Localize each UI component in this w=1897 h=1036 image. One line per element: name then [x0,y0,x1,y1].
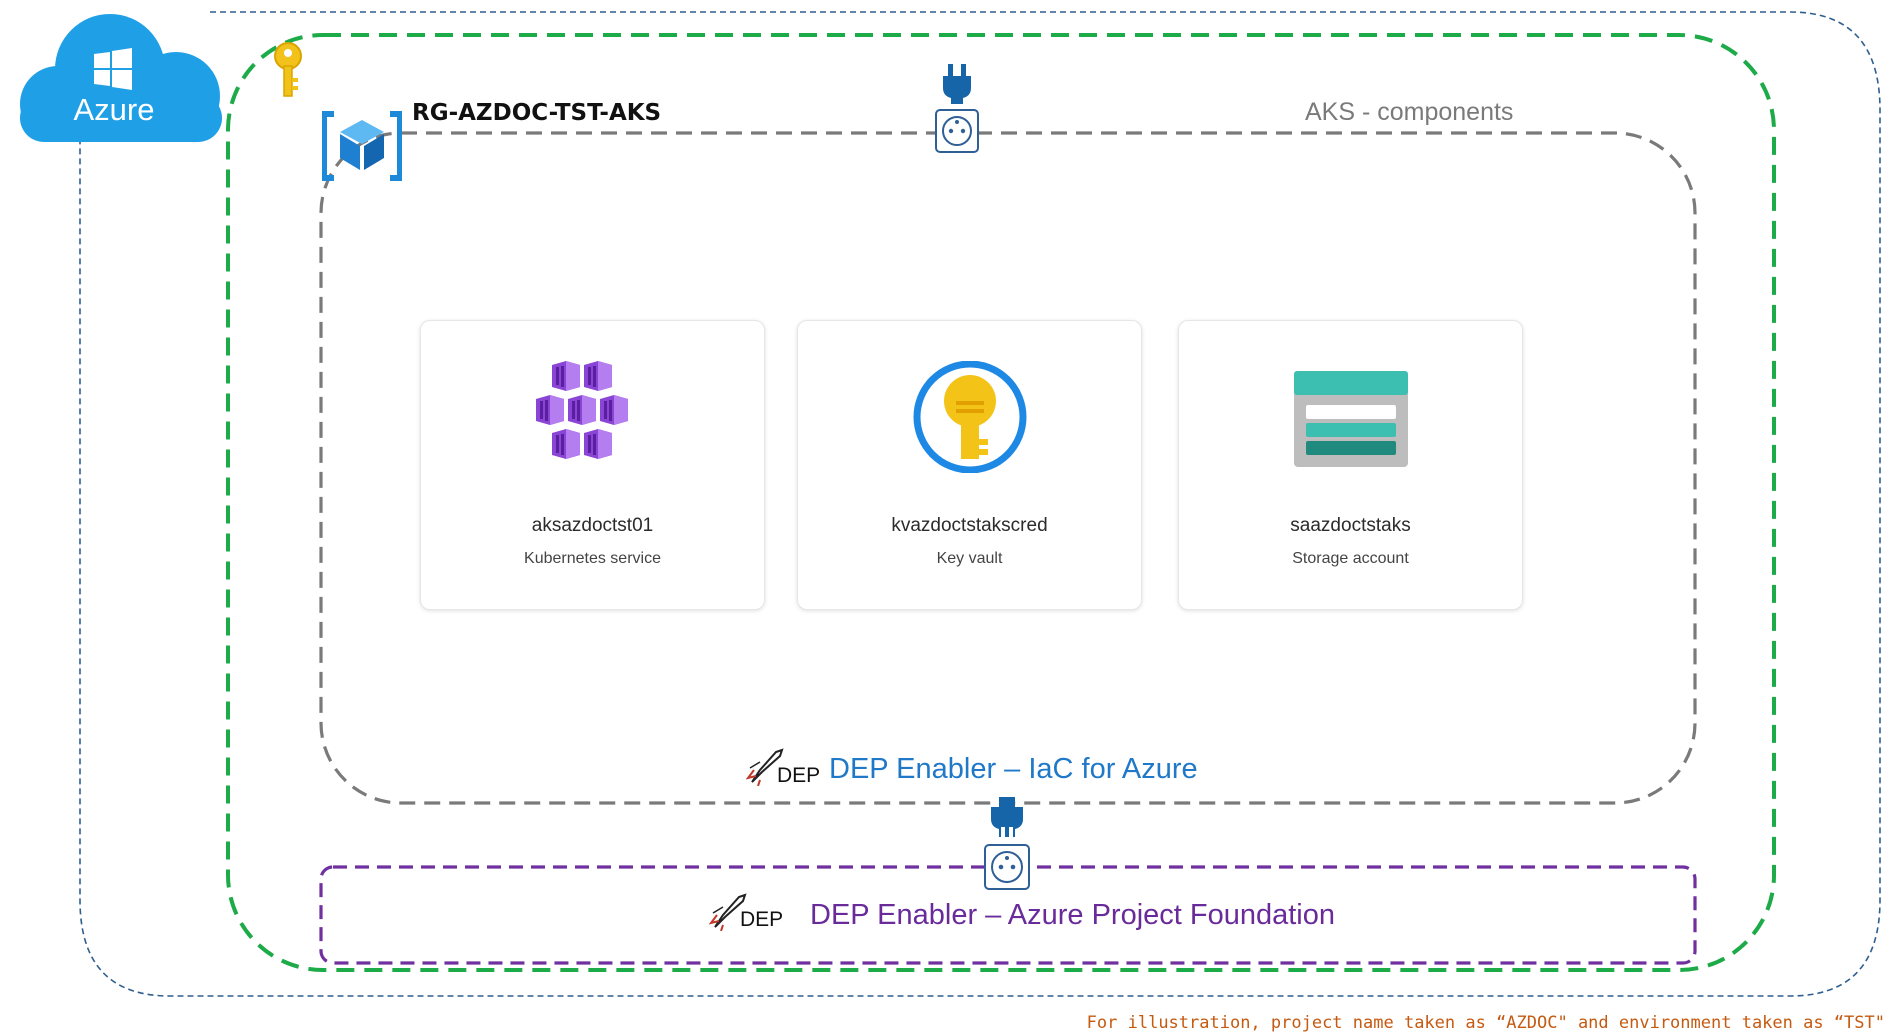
resource-card-kubernetes[interactable]: aksazdoctst01 Kubernetes service [420,320,765,610]
dep-iac-label: DEP Enabler – IaC for Azure [829,753,1198,785]
resource-type: Kubernetes service [524,550,661,567]
key-icon [274,42,302,97]
socket-icon [935,109,979,153]
storage-account-icon [1294,371,1408,467]
plug-socket-top [935,64,979,153]
green-border [226,33,1776,972]
windows-logo-icon [94,48,132,90]
rocket-icon [709,893,747,931]
resource-name: saazdoctstaks [1290,515,1411,536]
plug-icon [991,797,1023,837]
key-vault-icon [913,361,1027,473]
plug-socket-bottom [984,797,1030,890]
resource-group-icon [322,111,402,181]
dep-logo-text: DEP [740,908,784,931]
kubernetes-icon [536,361,628,459]
foundation-border [319,865,1697,965]
resource-name: aksazdoctst01 [531,515,654,536]
socket-icon [984,844,1030,890]
rocket-icon [746,748,784,786]
resource-name: kvazdoctstakscred [891,515,1048,536]
dep-foundation-label: DEP Enabler – Azure Project Foundation [810,899,1336,931]
aks-components-label: AKS - components [1305,98,1514,126]
azure-cloud-icon [20,14,222,142]
azure-label: Azure [73,92,155,127]
resource-group-title: RG-AZDOC-TST-AKS [412,100,662,126]
footnote: For illustration, project name taken as … [1086,1013,1885,1033]
dep-logo-text: DEP [777,764,821,787]
resource-card-storage-account[interactable]: saazdoctstaks Storage account [1178,320,1523,610]
resource-type: Key vault [936,550,1003,567]
resource-card-key-vault[interactable]: kvazdoctstakscred Key vault [797,320,1142,610]
subscription-border [79,11,1881,997]
resource-type: Storage account [1292,550,1409,567]
plug-icon [943,64,971,104]
